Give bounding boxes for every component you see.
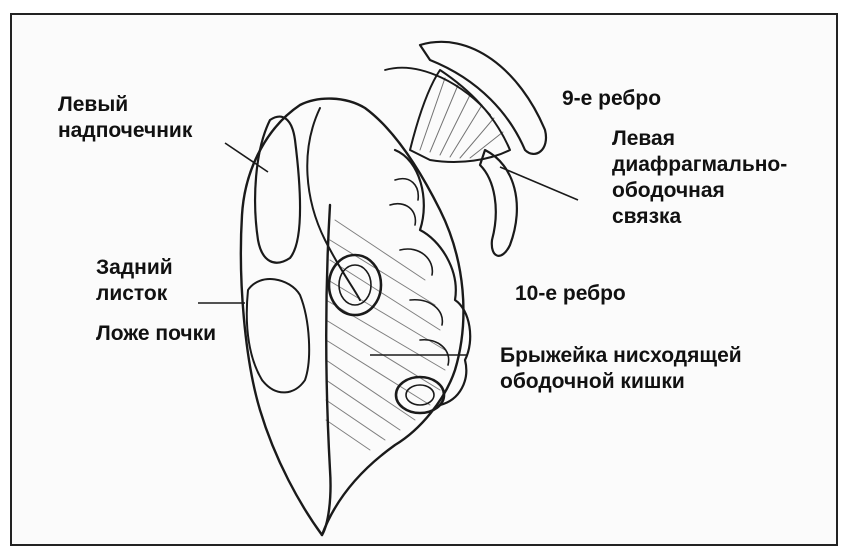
rib-9 (420, 42, 546, 154)
descending-colon (395, 150, 470, 405)
label-mesentery-descending-colon: Брыжейка нисходящей ободочной кишки (500, 343, 742, 395)
kidney-bed-outline (247, 279, 309, 392)
colon-cut-upper-inner (339, 265, 371, 305)
leader-ligament (500, 167, 578, 200)
label-left-adrenal: Левый надпочечник (58, 92, 192, 144)
rib-10 (480, 150, 517, 256)
adrenal-gland (255, 117, 300, 263)
label-left-phrenicocolic-ligament: Левая диафрагмально- ободочная связка (612, 126, 787, 230)
colon-haustra (390, 179, 449, 365)
posterior-peritoneum-outline (241, 99, 464, 535)
rib-9-inner (385, 68, 490, 115)
colon-cut-lower-inner (406, 385, 434, 405)
label-rib-9: 9-е ребро (562, 86, 661, 112)
label-rib-10: 10-е ребро (515, 281, 626, 307)
label-posterior-leaf: Задний листок (96, 255, 173, 307)
label-kidney-bed: Ложе почки (96, 321, 216, 347)
spleen-outline (307, 108, 360, 300)
leader-lines (198, 143, 578, 355)
root-of-mesentery (322, 205, 331, 535)
colon-cut-lower (396, 377, 444, 413)
